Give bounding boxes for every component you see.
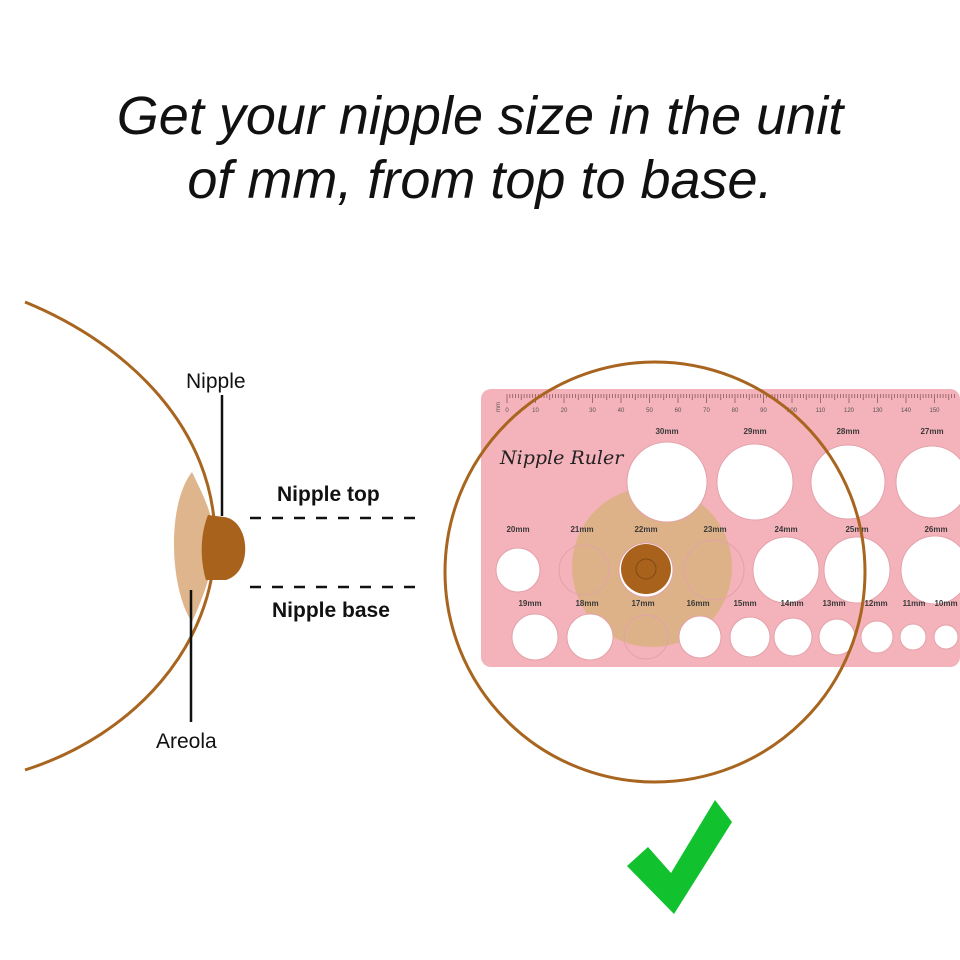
- nipple-overlay: [621, 544, 671, 594]
- ruler-scale-number: 0: [505, 408, 509, 414]
- ruler-scale-number: 100: [787, 408, 798, 414]
- ruler-hole-20mm: [495, 547, 541, 593]
- ruler-hole-29mm: [716, 443, 794, 521]
- ruler-scale-number: 130: [872, 408, 883, 414]
- nipple-base-label: Nipple base: [272, 599, 390, 622]
- green-check-icon: [627, 800, 732, 914]
- nipple-top-label: Nipple top: [277, 483, 380, 506]
- areola-shape: [173, 472, 214, 622]
- ruler-hole-27mm: [895, 445, 960, 519]
- ruler-hole-15mm: [729, 616, 771, 658]
- ruler-hole-label: 16mm: [686, 599, 709, 608]
- ruler-scale-number: 120: [844, 408, 855, 414]
- ruler-scale-number: 80: [732, 408, 739, 414]
- ruler-scale-number: 30: [589, 408, 596, 414]
- ruler-hole-label: 27mm: [920, 427, 943, 436]
- ruler-hole-25mm: [823, 536, 891, 604]
- ruler-hole-label: 10mm: [934, 599, 957, 608]
- ruler-hole-label: 29mm: [743, 427, 766, 436]
- ruler-hole-26mm: [900, 535, 960, 605]
- ruler-scale-number: 50: [646, 408, 653, 414]
- ruler-hole-11mm: [899, 623, 927, 651]
- ruler-hole-label: 26mm: [924, 525, 947, 534]
- ruler-hole-17mm: [623, 614, 669, 660]
- ruler-hole-21mm: [558, 544, 610, 596]
- ruler-scale-number: 70: [703, 408, 710, 414]
- ruler-hole-23mm: [683, 539, 745, 601]
- ruler-scale-number: 20: [561, 408, 568, 414]
- ruler-hole-18mm: [566, 613, 614, 661]
- ruler-brand: Nipple Ruler: [499, 447, 625, 469]
- ruler-scale-number: 10: [532, 408, 539, 414]
- ruler-scale: 0 10 20 30 40 50 60 70 80 90 100 110 120 130 140 150: [505, 394, 955, 414]
- ruler-scale-number: 150: [929, 408, 940, 414]
- ruler-hole-label: 18mm: [575, 599, 598, 608]
- ruler-hole-label: 22mm: [634, 525, 657, 534]
- ruler-scale-number: 110: [816, 408, 826, 414]
- ruler-hole-label: 28mm: [836, 427, 859, 436]
- ruler-hole-label: 13mm: [822, 599, 845, 608]
- ruler-hole-label: 15mm: [733, 599, 756, 608]
- ruler-hole-label: 24mm: [774, 525, 797, 534]
- ruler-hole-30mm: [626, 441, 708, 523]
- headline-line-1: Get your nipple size in the unit: [116, 86, 844, 146]
- ruler-scale-number: 60: [675, 408, 682, 414]
- ruler-unit: mm: [496, 402, 502, 412]
- ruler-hole-label: 14mm: [780, 599, 803, 608]
- nipple-overlay-center: [635, 558, 657, 580]
- magnifier-circle: [443, 360, 867, 784]
- nipple-shape: [201, 515, 246, 580]
- ruler-hole-label: 21mm: [570, 525, 593, 534]
- ruler-hole-label: 17mm: [631, 599, 654, 608]
- ruler-hole-12mm: [860, 620, 894, 654]
- ruler-hole-24mm: [752, 536, 820, 604]
- ruler-scale-number: 140: [901, 408, 912, 414]
- ruler-hole-label: 30mm: [655, 427, 678, 436]
- ruler-hole-19mm: [511, 613, 559, 661]
- ruler-hole-10mm: [933, 624, 959, 650]
- nipple-label: Nipple: [186, 370, 246, 393]
- ruler-hole-14mm: [773, 617, 813, 657]
- ruler-hole-label: 19mm: [518, 599, 541, 608]
- ruler-scale-number: 90: [760, 408, 767, 414]
- ruler-hole-label: 23mm: [703, 525, 726, 534]
- ruler-hole-16mm: [678, 615, 722, 659]
- ruler-hole-label: 11mm: [903, 599, 926, 608]
- ruler-hole-label: 20mm: [506, 525, 529, 534]
- nipple-ruler: 0 10 20 30 40 50 60 70 80 90 100 110 120 130 140 150 mm…: [481, 389, 960, 667]
- areola-label: Areola: [156, 730, 217, 753]
- headline-line-2: of mm, from top to base.: [187, 150, 773, 210]
- ruler-hole-28mm: [810, 444, 886, 520]
- ruler-hole-label: 25mm: [845, 525, 868, 534]
- headline: Get your nipple size in the unit of mm, …: [0, 84, 960, 212]
- ruler-scale-number: 40: [618, 408, 625, 414]
- ruler-hole-label: 12mm: [864, 599, 887, 608]
- measure-guides: Nipple top Nipple base: [250, 483, 420, 622]
- breast-profile: Nipple Areola: [24, 300, 246, 772]
